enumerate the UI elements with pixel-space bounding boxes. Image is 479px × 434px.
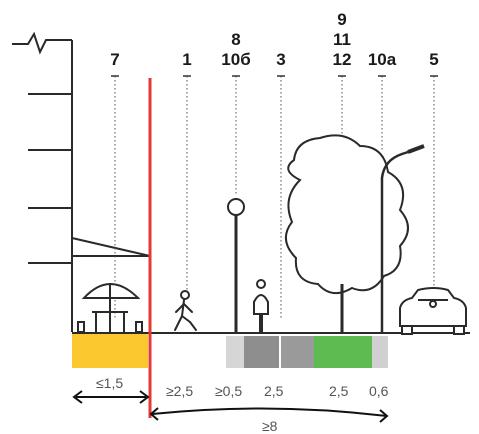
dimension-arrow-total xyxy=(149,407,389,423)
callout-label-3: 3 xyxy=(276,50,286,69)
dimension-label-walkway: ≥2,5 xyxy=(166,383,194,399)
curb-strip xyxy=(372,336,388,368)
callout-label-12: 12 xyxy=(332,50,352,69)
bike-lane-strip xyxy=(244,336,279,368)
pedestrian-icon xyxy=(174,290,197,331)
cafe-umbrella-icon xyxy=(77,283,143,333)
callout-label-11: 11 xyxy=(333,30,351,49)
green-strip xyxy=(314,336,372,368)
callout-label-1: 1 xyxy=(182,50,192,69)
callout-lines xyxy=(114,76,435,320)
dimension-arrow-terrace xyxy=(72,390,150,404)
callout-label-8: 8 xyxy=(231,30,241,49)
dimension-label-bike: 2,5 xyxy=(264,383,284,399)
buffer-strip xyxy=(226,336,244,368)
dimension-label-curb: 0,6 xyxy=(369,383,389,399)
callout-label-7: 7 xyxy=(110,50,120,69)
cyclist-icon xyxy=(253,279,269,332)
callout-label-9: 9 xyxy=(337,10,347,29)
dimension-label-terrace: ≤1,5 xyxy=(96,375,124,391)
dimension-label-buffer: ≥0,5 xyxy=(215,383,243,399)
tree-icon xyxy=(285,134,409,333)
building-facade xyxy=(12,31,73,332)
dimension-label-total: ≥8 xyxy=(262,418,278,434)
bike-lane-strip-2 xyxy=(281,336,314,368)
lamp-post-small-icon xyxy=(227,198,245,333)
car-icon xyxy=(399,287,467,335)
awning xyxy=(71,237,151,257)
dimension-label-green: 2,5 xyxy=(329,383,349,399)
callout-label-10a: 10а xyxy=(367,50,397,69)
callout-label-10b: 10б xyxy=(221,50,251,69)
callout-label-5: 5 xyxy=(429,50,439,69)
street-lamp-icon xyxy=(380,144,425,333)
terrace-strip xyxy=(72,334,148,368)
